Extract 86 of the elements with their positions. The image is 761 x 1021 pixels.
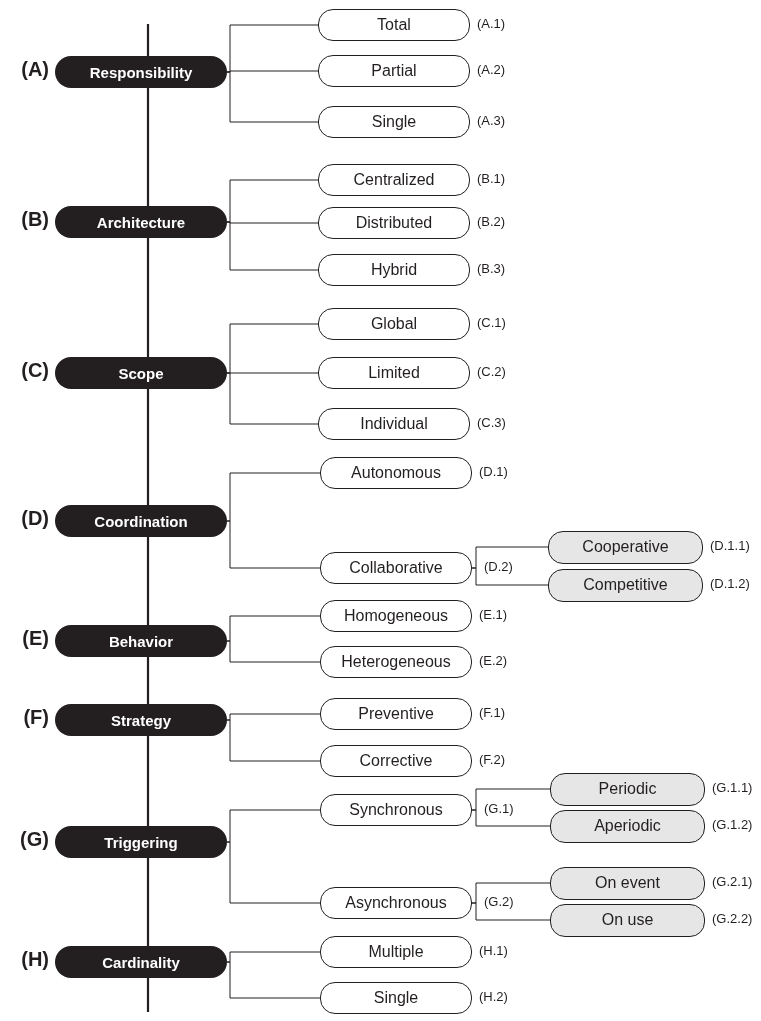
connector-line	[226, 372, 319, 425]
connector-line	[226, 221, 319, 271]
connector-line	[226, 71, 319, 123]
category-pill: Coordination	[55, 505, 227, 537]
code-label: (H.2)	[479, 989, 508, 1004]
connector-line	[471, 809, 551, 827]
connector-line	[226, 719, 321, 762]
category-pill: Cardinality	[55, 946, 227, 978]
category-pill: Triggering	[55, 826, 227, 858]
option-box: Hybrid	[318, 254, 470, 286]
category-letter: (F)	[23, 706, 49, 729]
connector-line	[226, 520, 321, 569]
category-letter: (C)	[21, 359, 49, 382]
code-label: (D.1.2)	[710, 576, 750, 591]
category-pill: Architecture	[55, 206, 227, 238]
category-letter: (H)	[21, 948, 49, 971]
category-pill: Strategy	[55, 704, 227, 736]
subtype-box: Competitive	[548, 568, 703, 602]
code-label: (A.3)	[477, 113, 506, 128]
category-letter: (A)	[21, 58, 49, 81]
connector-line	[226, 472, 321, 522]
code-label: (G.2.1)	[712, 874, 753, 889]
subtype-box: Cooperative	[548, 530, 703, 564]
code-label: (C.2)	[477, 364, 506, 379]
option-box: Corrective	[320, 745, 472, 777]
option-box: Synchronous	[320, 794, 472, 826]
code-label: (G.1.2)	[712, 817, 753, 832]
option-box: Global	[318, 308, 470, 340]
connector-line	[226, 961, 321, 999]
category-letter: (B)	[21, 208, 49, 231]
option-box: Total	[318, 9, 470, 41]
option-box: Asynchronous	[320, 887, 472, 919]
code-label: (A.2)	[477, 62, 506, 77]
code-label: (D.1.1)	[710, 538, 750, 553]
code-label: (G.2)	[484, 894, 514, 909]
code-label: (C.1)	[477, 315, 506, 330]
code-label: (E.2)	[479, 653, 508, 668]
option-box: Multiple	[320, 936, 472, 968]
connector-line	[226, 323, 319, 374]
connector-line	[226, 713, 321, 721]
option-box: Individual	[318, 408, 470, 440]
code-label: (C.3)	[477, 415, 506, 430]
connector-line	[471, 902, 551, 921]
option-box: Preventive	[320, 698, 472, 730]
connector-line	[226, 809, 321, 843]
category-pill: Responsibility	[55, 56, 227, 88]
option-box: Single	[318, 106, 470, 138]
code-label: (G.1)	[484, 801, 514, 816]
option-box: Collaborative	[320, 552, 472, 584]
code-label: (E.1)	[479, 607, 508, 622]
subtype-box: On use	[550, 903, 705, 937]
category-letter: (E)	[22, 627, 49, 650]
connector-line	[226, 640, 321, 663]
code-label: (F.2)	[479, 752, 505, 767]
connector-line	[226, 70, 319, 73]
option-box: Partial	[318, 55, 470, 87]
connector-line	[226, 179, 319, 223]
category-pill: Behavior	[55, 625, 227, 657]
code-label: (D.2)	[484, 559, 513, 574]
option-box: Single	[320, 982, 472, 1014]
connector-line	[226, 951, 321, 963]
category-pill: Scope	[55, 357, 227, 389]
option-box: Centralized	[318, 164, 470, 196]
option-box: Heterogeneous	[320, 646, 472, 678]
code-label: (A.1)	[477, 16, 506, 31]
connector-line	[226, 24, 319, 73]
code-label: (B.1)	[477, 171, 506, 186]
subtype-box: Aperiodic	[550, 809, 705, 843]
code-label: (B.3)	[477, 261, 506, 276]
code-label: (D.1)	[479, 464, 508, 479]
code-label: (G.1.1)	[712, 780, 753, 795]
option-box: Homogeneous	[320, 600, 472, 632]
code-label: (F.1)	[479, 705, 505, 720]
connector-line	[471, 567, 549, 586]
subtype-box: On event	[550, 866, 705, 900]
category-letter: (D)	[21, 507, 49, 530]
code-label: (G.2.2)	[712, 911, 753, 926]
option-box: Distributed	[318, 207, 470, 239]
option-box: Limited	[318, 357, 470, 389]
option-box: Autonomous	[320, 457, 472, 489]
code-label: (H.1)	[479, 943, 508, 958]
code-label: (B.2)	[477, 214, 506, 229]
category-letter: (G)	[20, 828, 49, 851]
connector-line	[226, 841, 321, 904]
connector-line	[226, 615, 321, 642]
subtype-box: Periodic	[550, 772, 705, 806]
